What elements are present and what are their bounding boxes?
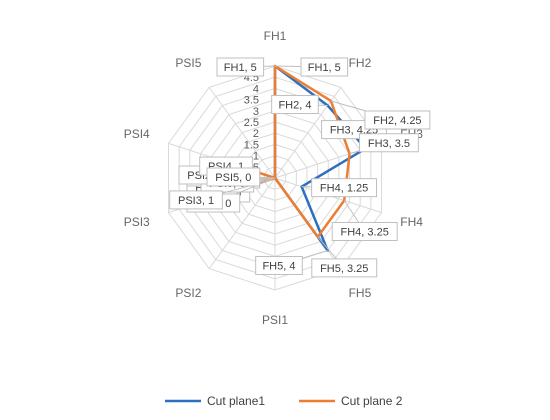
category-label: FH2 bbox=[349, 56, 372, 70]
tick-label: 3 bbox=[253, 106, 259, 118]
tick-label: 3.5 bbox=[244, 95, 259, 107]
data-label-box bbox=[255, 255, 303, 275]
tick-label: 4 bbox=[253, 83, 259, 95]
data-label: FH4, 1.25 bbox=[320, 183, 368, 195]
data-label: FH5, 4 bbox=[262, 260, 295, 272]
tick-label: 1 bbox=[253, 151, 259, 163]
category-label: FH4 bbox=[400, 215, 423, 229]
grid-spoke bbox=[274, 87, 342, 179]
data-label: FH3, 3.5 bbox=[368, 138, 410, 150]
grid-spoke bbox=[208, 177, 276, 269]
category-label: PSI4 bbox=[124, 127, 150, 141]
tick-label: 1.5 bbox=[244, 139, 259, 151]
category-label: PSI5 bbox=[175, 56, 201, 70]
data-label-box bbox=[300, 57, 349, 77]
data-label-box bbox=[311, 178, 378, 198]
grid-spoke bbox=[208, 87, 276, 179]
data-label-box bbox=[364, 110, 431, 130]
data-label-box bbox=[331, 221, 398, 241]
category-label: FH5 bbox=[349, 286, 372, 300]
data-label: FH5, 3.25 bbox=[320, 263, 368, 275]
data-label: PSI3, 1 bbox=[178, 195, 214, 207]
category-label: PSI1 bbox=[262, 313, 288, 327]
data-label-box bbox=[216, 57, 265, 77]
data-label: FH4, 3.25 bbox=[341, 226, 389, 238]
category-labels: FH1FH2FH3FH4FH5PSI1PSI2PSI3PSI4PSI5 bbox=[124, 29, 424, 327]
legend-label: Cut plane 2 bbox=[341, 394, 403, 408]
data-label-box bbox=[169, 190, 223, 210]
data-label-box bbox=[311, 258, 378, 278]
data-label-box bbox=[206, 167, 261, 187]
legend-label: Cut plane1 bbox=[207, 394, 265, 408]
data-label-box bbox=[359, 133, 419, 153]
data-label: FH2, 4.25 bbox=[373, 115, 421, 127]
category-label: PSI3 bbox=[124, 215, 150, 229]
data-label: FH1, 5 bbox=[308, 62, 341, 74]
data-label: PSI5, 0 bbox=[215, 172, 251, 184]
tick-label: 2 bbox=[253, 128, 259, 140]
data-label-box bbox=[271, 95, 319, 115]
legend: Cut plane1 Cut plane 2 bbox=[165, 394, 403, 408]
category-label: PSI2 bbox=[175, 286, 201, 300]
tick-label: 2.5 bbox=[244, 117, 259, 129]
data-label: FH2, 4 bbox=[278, 100, 311, 112]
category-label: FH1 bbox=[264, 29, 287, 43]
data-label: FH1, 5 bbox=[224, 62, 257, 74]
